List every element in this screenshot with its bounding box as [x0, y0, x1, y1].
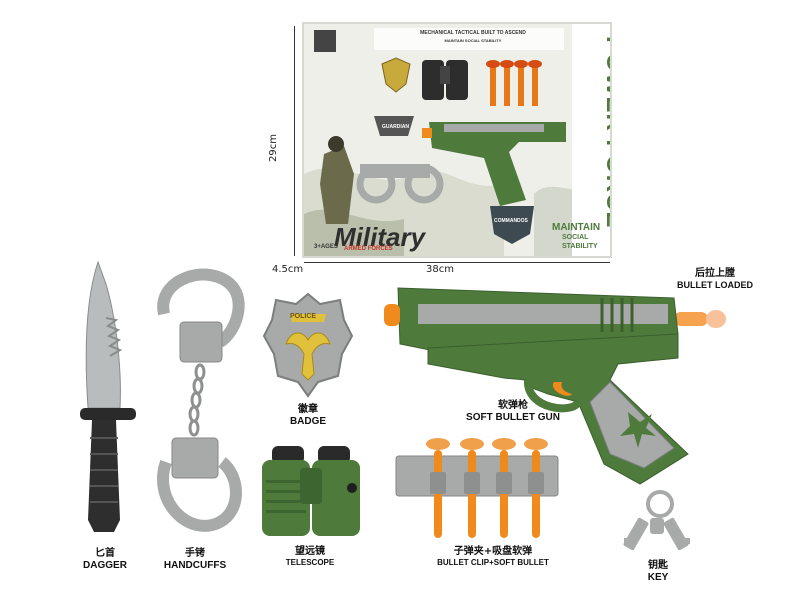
package-guardian: GUARDIAN [382, 124, 409, 130]
bullet-clip-label-cn: 子弹夹+吸盘软弹 [453, 546, 533, 557]
dagger-image [80, 260, 136, 532]
handcuffs-image [157, 268, 245, 532]
soft-bullet-gun-image [384, 287, 726, 485]
badge-image [262, 292, 354, 398]
dagger-label: 匕首 DAGGER [70, 548, 140, 571]
height-dimension-line [294, 26, 295, 256]
dagger-label-cn: 匕首 [95, 548, 115, 559]
key-label-cn: 钥匙 [648, 560, 668, 571]
key-label-en: KEY [647, 571, 669, 583]
package-social: SOCIAL [562, 234, 589, 241]
bullet-clip-label-en: BULLET CLIP+SOFT BULLET [437, 557, 549, 567]
package-military-logo: Military [334, 222, 426, 252]
bullet-loaded-label-cn: 后拉上膛 [695, 268, 735, 279]
bullet-clip-label: 子弹夹+吸盘软弹 BULLET CLIP+SOFT BULLET [418, 546, 568, 567]
package-art [304, 24, 610, 256]
package-maintain: MAINTAIN [552, 222, 601, 233]
badge-label: 徽章 BADGE [268, 404, 348, 427]
telescope-label: 望远镜 TELESCOPE [262, 546, 358, 567]
bullet-loaded-label-en: BULLET LOADED [677, 279, 753, 290]
package-power-force: POWER FORCE [601, 36, 612, 229]
soft-bullet-gun-label: 软弹枪 SOFT BULLET GUN [458, 400, 568, 423]
width-dimension-line [304, 262, 610, 263]
soft-bullet-gun-label-cn: 软弹枪 [498, 400, 528, 411]
bullet-clip-image [395, 438, 559, 538]
package-commandos: COMMANDOS [494, 218, 528, 224]
handcuffs-label-en: HANDCUFFS [163, 559, 227, 571]
package-armed-forces: ARMED FORCES [344, 246, 393, 252]
width-dimension: 38cm [426, 264, 454, 275]
telescope-label-en: TELESCOPE [285, 557, 335, 567]
depth-dimension: 4.5cm [272, 264, 304, 275]
telescope-image [262, 446, 360, 536]
handcuffs-label-cn: 手铐 [185, 548, 205, 559]
product-package: MECHANICAL TACTICAL BUILT TO ASCEND MAIN… [302, 22, 612, 258]
handcuffs-label: 手铐 HANDCUFFS [150, 548, 240, 571]
dagger-label-en: DAGGER [83, 559, 127, 571]
height-dimension: 29cm [268, 134, 279, 162]
key-image [623, 490, 690, 551]
bullet-loaded-label: 后拉上膛 BULLET LOADED [660, 268, 770, 290]
badge-police-text: POLICE [290, 313, 317, 320]
package-stability: STABILITY [562, 243, 598, 250]
package-header-line2: MAINTAIN SOCIAL STABILITY [444, 38, 502, 43]
key-label: 钥匙 KEY [620, 560, 696, 583]
package-age: 3+AGES [314, 244, 338, 250]
telescope-label-cn: 望远镜 [295, 546, 325, 557]
soft-bullet-gun-label-en: SOFT BULLET GUN [466, 411, 560, 423]
package-header-line1: MECHANICAL TACTICAL BUILT TO ASCEND [420, 30, 526, 36]
badge-label-cn: 徽章 [298, 404, 318, 415]
badge-label-en: BADGE [289, 415, 327, 427]
